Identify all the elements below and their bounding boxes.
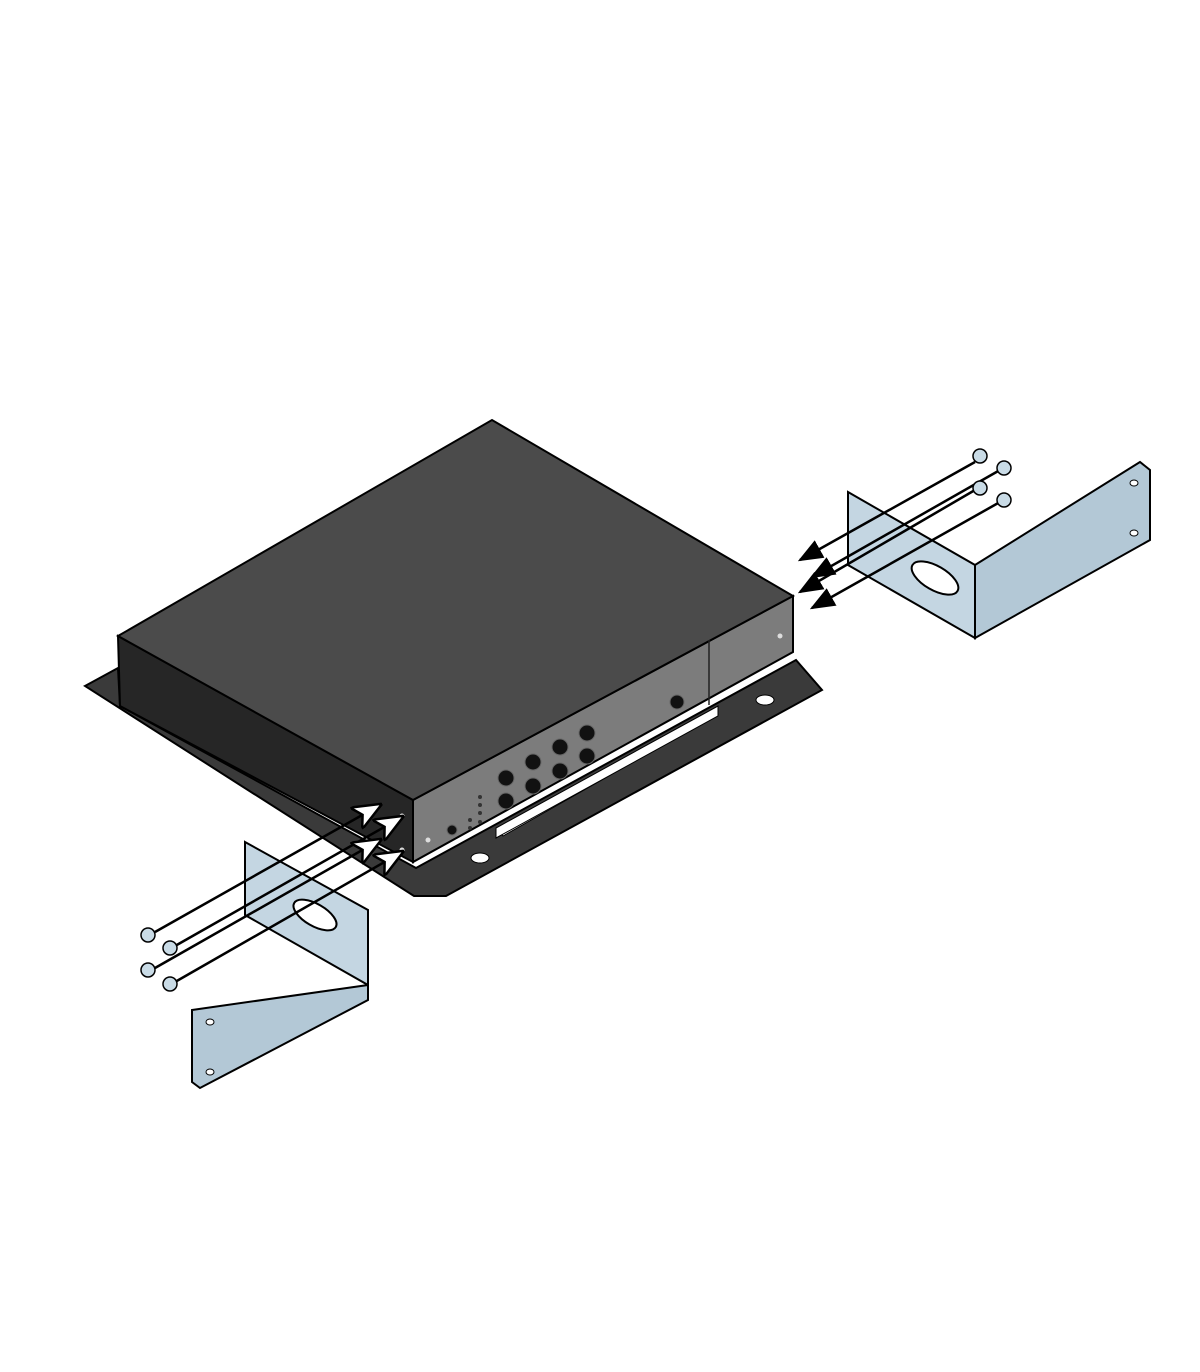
bracket-ear-face (974, 460, 1151, 640)
device-chassis (115, 418, 796, 864)
screw-icon (972, 480, 988, 496)
rca-jack (578, 747, 596, 765)
insert-arrow (154, 840, 380, 970)
rca-jack (578, 724, 596, 742)
screw-icon (162, 976, 178, 992)
bracket-hole (1129, 529, 1139, 537)
antenna-connector (669, 694, 685, 710)
rca-jack (524, 753, 542, 771)
front-panel-slot (495, 705, 719, 839)
indicator-leds (468, 795, 482, 830)
bracket-hole (205, 1018, 215, 1026)
right-screws (972, 448, 1012, 508)
screw-icon (996, 460, 1012, 476)
rca-jack (524, 777, 542, 795)
rca-connectors (446, 694, 685, 836)
insert-arrow (797, 488, 976, 594)
insert-arrow (154, 805, 380, 934)
keyhole-slot (470, 852, 490, 864)
screw-icon (140, 962, 156, 978)
insert-arrow (797, 460, 976, 562)
screw-icon (162, 940, 178, 956)
insert-arrow (174, 852, 402, 984)
rca-jack (551, 738, 569, 756)
rca-jack (551, 762, 569, 780)
panel-screw-hole (777, 633, 783, 639)
bracket-hole (205, 1068, 215, 1076)
left-arrows (154, 805, 402, 984)
rca-jack (497, 792, 515, 810)
screw-icon (972, 448, 988, 464)
left-rack-bracket (191, 840, 369, 1090)
screw-icon (140, 927, 156, 943)
insert-arrow (809, 468, 1001, 579)
screw-icon (996, 492, 1012, 508)
panel-screw-hole (425, 837, 431, 843)
headphone-jack (446, 824, 458, 836)
keyhole-slot (755, 694, 775, 706)
chassis-top (115, 418, 796, 802)
right-arrows (797, 460, 1001, 610)
bracket-hole (1129, 479, 1139, 487)
rca-jack (497, 769, 515, 787)
bracket-ear-face (191, 910, 369, 1090)
right-rack-bracket (847, 460, 1151, 640)
left-screws (140, 927, 178, 992)
bracket-slot (910, 560, 960, 596)
insert-arrow (809, 500, 1001, 610)
